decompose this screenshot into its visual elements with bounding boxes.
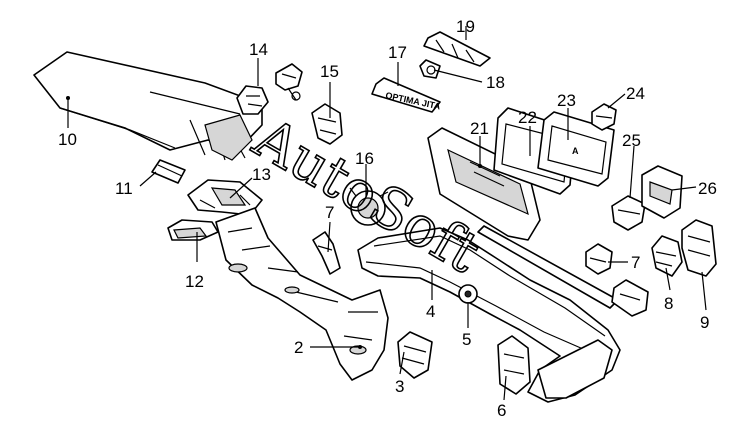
part-18-emblem — [419, 59, 441, 79]
part-17-badge: OPTIMA JITA — [371, 77, 442, 113]
callout-numbers: 10 11 12 13 14 15 16 7 17 19 18 21 22 23… — [58, 17, 717, 420]
callout-24: 24 — [626, 84, 645, 103]
callout-6: 6 — [497, 401, 506, 420]
callout-10: 10 — [58, 130, 77, 149]
callout-8: 8 — [664, 294, 673, 313]
part-16-socket — [349, 187, 389, 226]
part-25-lamp — [611, 195, 646, 231]
part-11-pin — [151, 159, 186, 184]
callout-13: 13 — [252, 165, 271, 184]
part-7-clip-right — [585, 243, 613, 275]
part-7-clip-left — [312, 231, 341, 275]
callout-4: 4 — [426, 302, 435, 321]
leader-lines — [66, 26, 707, 401]
callout-5: 5 — [462, 330, 471, 349]
part-23-plate-text: A — [572, 146, 579, 156]
callout-15: 15 — [320, 62, 339, 81]
callout-21: 21 — [470, 119, 489, 138]
callout-25: 25 — [622, 131, 641, 150]
callout-26: 26 — [698, 179, 717, 198]
part-26-lamp-housing — [641, 165, 683, 219]
part-24-bulb — [591, 103, 617, 131]
part-10-spoiler — [33, 51, 263, 161]
part-3-block — [397, 331, 433, 379]
callout-17: 17 — [388, 43, 407, 62]
part-8-bracket — [651, 235, 683, 277]
callout-23: 23 — [557, 91, 576, 110]
part-12-side-piece — [167, 219, 219, 241]
callout-22: 22 — [518, 108, 537, 127]
part-14-latch — [236, 63, 303, 115]
part-23-front-plate: A — [537, 111, 615, 187]
callout-11: 11 — [115, 179, 133, 198]
callout-3: 3 — [395, 377, 404, 396]
part-6-cap — [497, 335, 531, 395]
callout-9: 9 — [700, 313, 709, 332]
part-13-bracket — [187, 179, 263, 216]
part-9-cover — [681, 219, 717, 277]
callout-16: 16 — [355, 149, 374, 168]
callout-2: 2 — [294, 338, 303, 357]
part-4-bumper — [357, 225, 621, 403]
callout-14: 14 — [249, 40, 268, 59]
callout-12: 12 — [185, 272, 204, 291]
reflector — [611, 279, 649, 317]
part-2-main-beam — [215, 207, 389, 381]
callout-7-right: 7 — [631, 253, 640, 272]
callout-18: 18 — [486, 73, 505, 92]
callout-7-left: 7 — [325, 203, 334, 222]
callout-19: 19 — [456, 17, 475, 36]
part-5-grommet — [458, 284, 478, 304]
part-15-hinge — [311, 103, 343, 145]
part-19-lettering — [423, 31, 491, 67]
part-21-plate-holder — [427, 127, 541, 241]
